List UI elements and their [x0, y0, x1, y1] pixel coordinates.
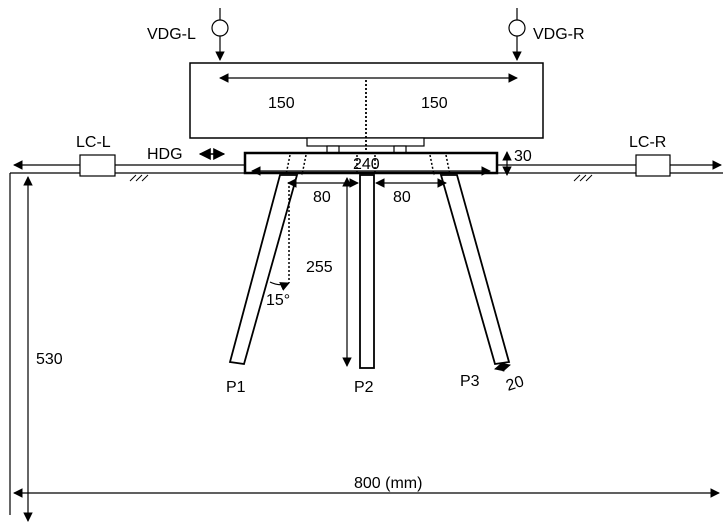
vdg-left-label: VDG-L: [147, 26, 196, 43]
pile-spacing-right-label: 80: [393, 189, 411, 206]
load-offset-right-label: 150: [421, 95, 448, 112]
pile-width-label: 20: [504, 373, 526, 395]
batter-angle-label: 15°: [266, 292, 290, 309]
pile-p2: [359, 174, 375, 369]
cap-width-label: 240: [353, 156, 380, 173]
vdg-left-gauge: [211, 8, 229, 61]
pile-p3-label: P3: [460, 373, 480, 390]
load-cell-left: [79, 154, 116, 177]
load-cell-left-label: LC-L: [76, 134, 111, 151]
load-cell-right-label: LC-R: [629, 134, 666, 151]
ground-hatch-left: [129, 174, 149, 182]
soil-box: [9, 172, 723, 515]
pile-width-dim: [494, 362, 511, 372]
vdg-right-label: VDG-R: [533, 26, 585, 43]
load-cell-right: [635, 154, 671, 177]
pile-p2-label: P2: [354, 379, 374, 396]
pile-p1: [228, 174, 299, 366]
pile-embed-dots: [285, 154, 451, 176]
vdg-right-gauge: [508, 8, 526, 61]
cap-thickness-label: 30: [514, 148, 532, 165]
pile-p1-label: P1: [226, 379, 246, 396]
hdg-label: HDG: [147, 146, 183, 163]
pile-length-label: 255: [306, 259, 333, 276]
soil-width-label: 800 (mm): [354, 475, 422, 492]
soil-depth-label: 530: [36, 351, 63, 368]
pile-p3: [439, 174, 511, 366]
ground-hatch-right: [573, 174, 593, 182]
load-offset-left-label: 150: [268, 95, 295, 112]
pile-spacing-left-label: 80: [313, 189, 331, 206]
batter-angle-arc: [269, 281, 290, 291]
